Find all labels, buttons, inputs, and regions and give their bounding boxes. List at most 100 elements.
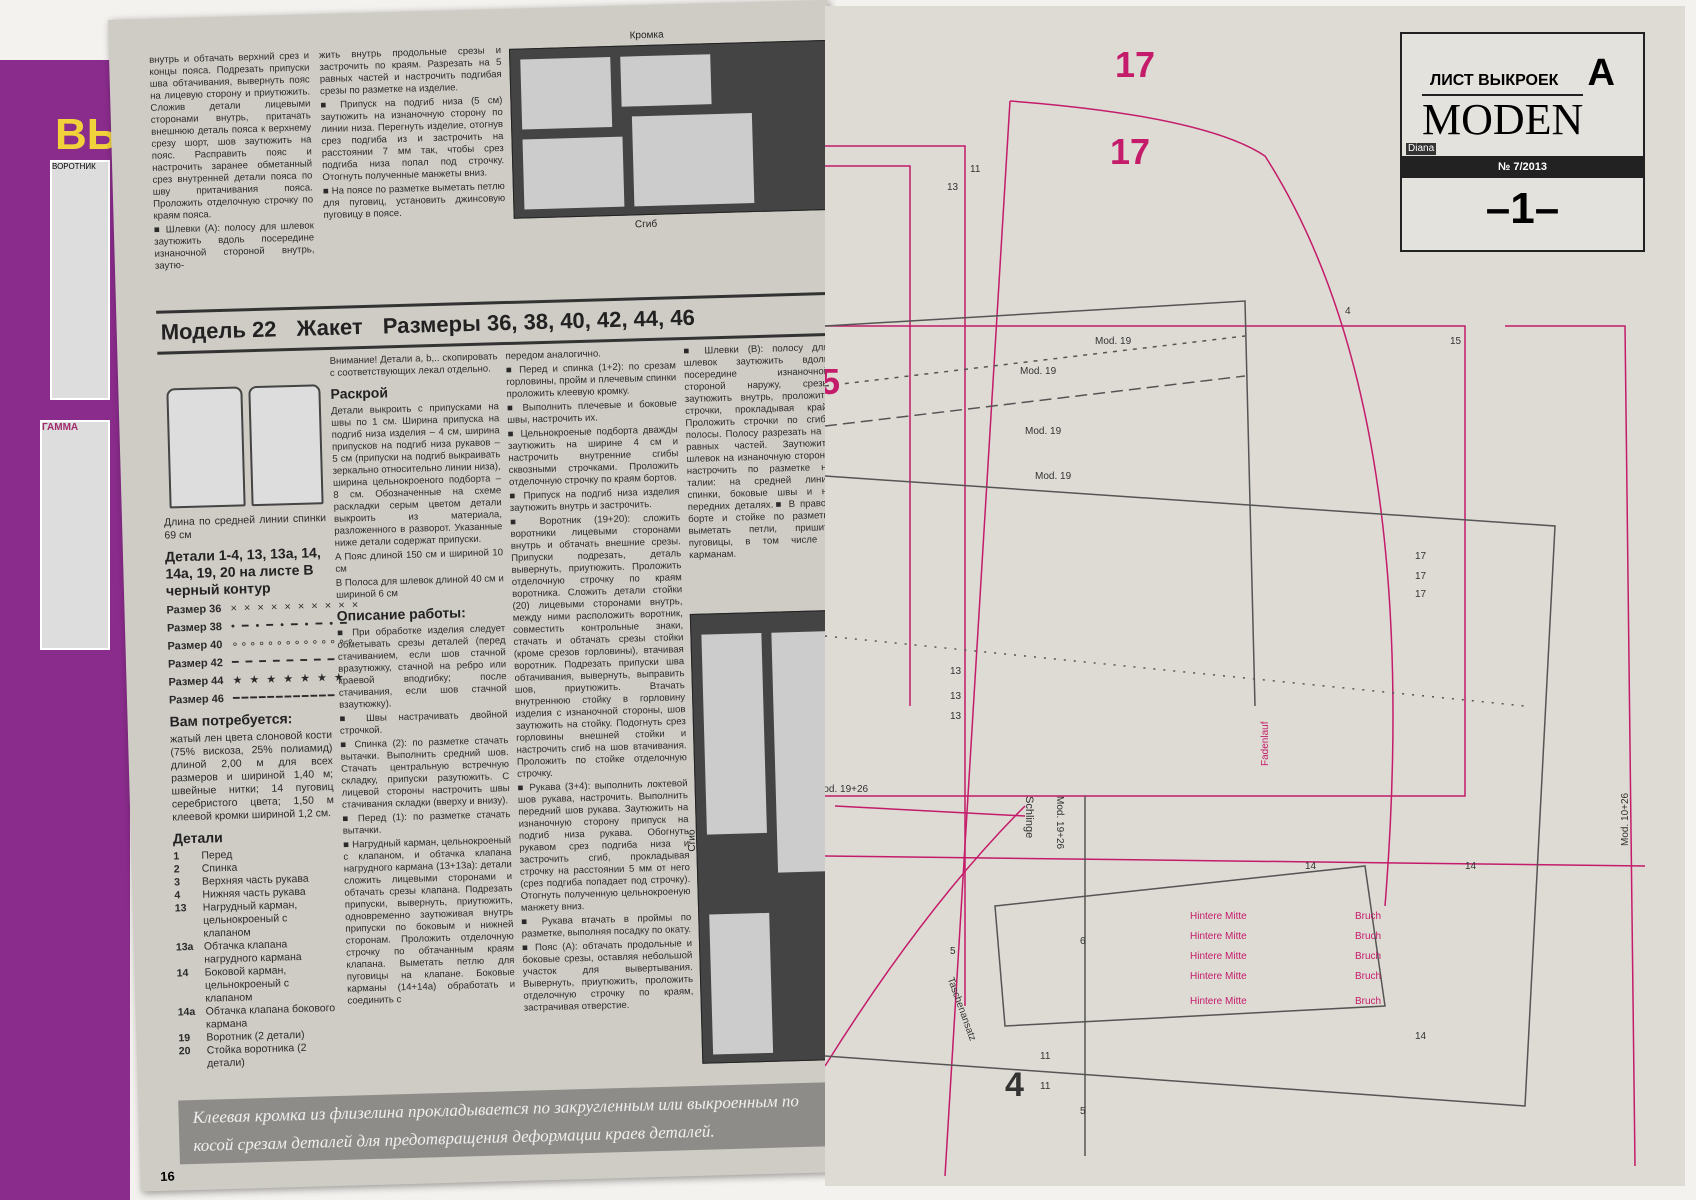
pattern-number: 17: [1415, 571, 1427, 582]
paragraph: A Пояс длиной 150 см и шириной 10 см: [334, 547, 504, 575]
paragraph: внутрь и обтачать верхний срез и концы п…: [148, 50, 314, 222]
list-item: 14 Боковой карман, цельнокроеный с клапан…: [176, 963, 339, 1007]
pattern-piece: [709, 912, 774, 1055]
pattern-piece: [520, 56, 613, 130]
size-line: ━ ━ ━ ━ ━ ━ ━ ━: [231, 653, 337, 669]
cut-title: Раскрой: [330, 384, 389, 402]
attention-note: Внимание! Детали a, b,.. скопировать с с…: [329, 351, 498, 379]
paragraph: ■ Припуск на подгиб низа (5 см) заутюжит…: [320, 95, 505, 184]
paragraph: ■ Рукава втачать в проймы по разметке, в…: [521, 912, 692, 940]
pattern-label: Mod. 19: [1025, 426, 1062, 437]
pattern-number: 17: [1415, 589, 1427, 600]
sheet-number: –1–: [1485, 184, 1560, 233]
pattern-piece: [620, 54, 712, 107]
materials-text: жатый лен цвета слоновой кости (75% виск…: [169, 729, 335, 824]
thumbnail-image: ВОРОТНИК: [50, 160, 110, 400]
pattern-number: 13: [947, 182, 959, 193]
pattern-label: Mod. 19: [1095, 336, 1132, 347]
pattern-number: 4: [1345, 306, 1351, 317]
pattern-label: Hintere Mitte: [1190, 951, 1247, 962]
pattern-number: 5: [1080, 1106, 1086, 1117]
detail-number: 14: [176, 967, 189, 980]
text-column: внутрь и обтачать верхний срез и концы п…: [149, 50, 315, 274]
pattern-number: 14: [1305, 861, 1317, 872]
detail-name: Стойка воротника (2 детали): [206, 1041, 307, 1070]
pattern-number: 15: [1450, 336, 1462, 347]
diagram-label: Сгиб: [634, 218, 658, 231]
pattern-lines: [825, 100, 1646, 1177]
pattern-outline: [825, 145, 966, 1006]
size-label: Размер 38: [166, 621, 223, 635]
paragraph: ■ Перед (1): по разметке стачать вытачки…: [342, 809, 511, 837]
pattern-number: 17: [1110, 131, 1151, 172]
paragraph: ■ Пояс (A): обтачать продольные и боковы…: [521, 938, 694, 1014]
paragraph: ■ Цельнокроеные подборта дважды заутюжит…: [507, 424, 679, 488]
pattern-outline: [1505, 325, 1636, 1167]
detail-name: Нагрудный карман, цельнокроеный с клапан…: [202, 899, 298, 940]
size-label: Размер 42: [167, 657, 224, 671]
paragraph: ■ Воротник (19+20): сложить воротники ли…: [510, 512, 687, 780]
pattern-label: Mod. 19: [1020, 366, 1057, 377]
size-legend-row: Размер 40∘∘∘∘∘∘∘∘∘∘∘∘∘∘: [167, 635, 356, 654]
pattern-number: 11: [970, 164, 981, 175]
paragraph: ■ Нагрудный карман, цельнокроеный с клап…: [342, 835, 516, 1007]
paragraph: ■ Спинка (2): по разметке стачать вытачк…: [340, 735, 510, 811]
pattern-number: 11: [1040, 1081, 1051, 1092]
size-legend-row: Размер 36× × × × × × × × × ×: [166, 599, 360, 618]
model-number: Модель 22: [160, 316, 277, 345]
layout-diagram: Кромка Сгиб: [508, 29, 834, 230]
tip-banner: Клеевая кромка из флизелина прокладывает…: [178, 1082, 840, 1165]
model-sizes: Размеры 36, 38, 40, 42, 44, 46: [382, 304, 696, 339]
pattern-outline: [825, 855, 1646, 867]
pattern-number: 17: [1415, 551, 1427, 562]
detail-number: 3: [173, 876, 181, 889]
detail-number: 2: [173, 863, 180, 876]
size-label: Размер 46: [168, 693, 225, 707]
pattern-outline: [825, 635, 1526, 707]
pattern-label: Fadenlauf: [1260, 721, 1271, 766]
pattern-number: 14: [1465, 861, 1477, 872]
text-column: передом аналогично. ■ Перед и спинка (1+…: [505, 346, 694, 1016]
pattern-label: Bruch: [1355, 951, 1382, 962]
list-item: 14а Обтачка клапана бокового кармана: [178, 1002, 341, 1033]
paragraph: ■ Перед и спинка (1+2): по срезам горлов…: [505, 360, 677, 401]
pattern-outline: [825, 805, 1026, 1067]
paragraph: B Полоса для шлевок длиной 40 см и ширин…: [335, 573, 504, 601]
pattern-outline: [1009, 100, 1394, 907]
thumbnail-caption: ВОРОТНИК: [52, 162, 96, 171]
pattern-label: Schlinge: [1023, 796, 1035, 839]
pattern-label: Mod. 19+26: [1054, 796, 1065, 850]
pattern-number: 6: [1080, 936, 1086, 947]
length-note: Длина по средней линии спинки 69 см: [163, 512, 327, 542]
paragraph: ■ Шлевки (B): полосу для шлевок заутюжит…: [683, 342, 834, 561]
detail-name: Обтачка клапана бокового кармана: [205, 1002, 336, 1031]
pattern-outline: [825, 165, 911, 706]
pattern-outline: [994, 865, 1386, 1027]
pattern-piece: [701, 632, 767, 835]
diagram-label: Кромка: [629, 29, 664, 42]
diagram-label: Сгиб: [686, 829, 699, 852]
work-title: Описание работы:: [336, 604, 467, 624]
size-line: • ━ • ━ • ━ • ━ • ━: [230, 617, 349, 633]
pattern-outline: [825, 375, 1246, 427]
sheet-letter: A: [1587, 52, 1615, 94]
pattern-label: Bruch: [1355, 971, 1382, 982]
pattern-number: 17: [1115, 44, 1156, 85]
pattern-label: Hintere Mitte: [1190, 996, 1247, 1007]
pattern-label: Hintere Mitte: [1190, 911, 1247, 922]
pattern-label: Mod. 10+26: [1620, 792, 1631, 846]
brand-logo: MODEN: [1422, 94, 1584, 144]
detail-name: Боковой карман, цельнокроеный с клапаном: [204, 964, 290, 1005]
size-line: ★ ★ ★ ★ ★ ★ ★: [232, 671, 346, 687]
text-column: жить внутрь продольные срезы и застрочит…: [319, 45, 506, 224]
paragraph: ■ При обработке изделия следует обметыва…: [337, 623, 507, 711]
pattern-label: Hintere Mitte: [1190, 971, 1247, 982]
materials-title: Вам потребуется:: [169, 710, 293, 730]
paragraph: ■ Припуск на подгиб низа изделия заутюжи…: [509, 486, 680, 514]
paragraph: ■ Швы настрачивать двойной строчкой.: [339, 709, 508, 737]
detail-name: Обтачка клапана нагрудного кармана: [203, 938, 302, 966]
detail-number: 14а: [177, 1005, 196, 1019]
pattern-piece: [522, 136, 625, 210]
pattern-number: 13: [950, 666, 962, 677]
